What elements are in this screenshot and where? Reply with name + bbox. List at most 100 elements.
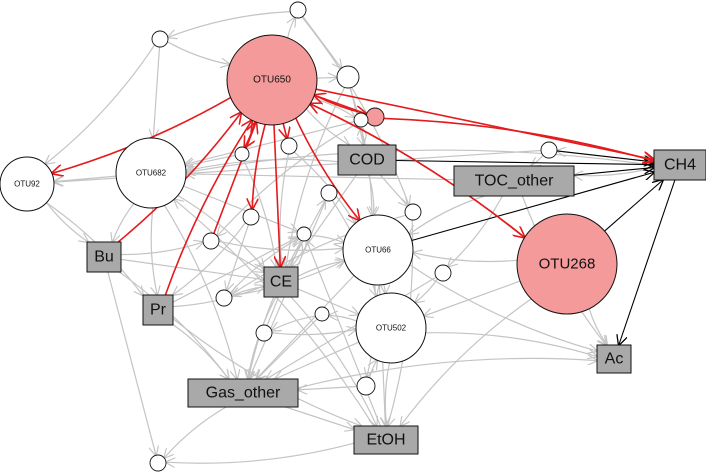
node-label: CE <box>270 274 292 291</box>
black-edge-layer <box>395 150 676 345</box>
node-label: OTU268 <box>539 256 596 273</box>
edge-gray-OTU268-to-Ac <box>588 308 607 345</box>
edge-gray-s_ul-to-OTU682 <box>153 46 161 138</box>
node-box <box>263 266 299 298</box>
edge-gray-s_g-to-Gas_other <box>266 276 437 379</box>
edge-gray-OTU502-to-Ac <box>425 332 597 357</box>
node-otu650: OTU650 <box>226 34 318 126</box>
edge-red-OTU650-to-CE <box>273 124 280 267</box>
edge-gray-s_d-to-s_e <box>227 224 250 291</box>
small-node-c <box>202 232 220 250</box>
node-bu: Bu <box>86 241 122 273</box>
node-box <box>142 294 174 326</box>
node-label: Bu <box>94 249 114 266</box>
small-node-a <box>234 146 250 162</box>
edge-gray-s_ul-to-OTU650 <box>167 41 230 65</box>
node-pr: Pr <box>142 294 174 326</box>
node-otu682: OTU682 <box>115 137 187 209</box>
edge-gray-s_n-to-OTU502 <box>370 360 378 378</box>
edge-gray-Pr-to-Gas_other <box>172 324 229 379</box>
node-circle <box>516 213 618 315</box>
edge-gray-OTU502-to-Gas_other <box>275 341 360 379</box>
small-node-r1 <box>540 141 558 159</box>
node-circle <box>355 292 427 364</box>
small-node-h <box>404 203 422 221</box>
edge-black-CH4-to-Ac <box>619 179 676 345</box>
edge-red-Pr-to-OTU650 <box>164 120 252 296</box>
edge-red-OTU268-to-OTU650 <box>310 104 526 239</box>
edge-gray-s_ul-to-OTU92 <box>45 44 156 164</box>
edge-red-OTU650-to-s_d <box>252 124 266 210</box>
edge-gray-s_m-to-Gas_other <box>257 318 318 379</box>
small-node-e <box>215 289 233 307</box>
small-node-bl <box>149 454 167 472</box>
edge-gray-CE-to-EtOH <box>290 296 377 426</box>
edge-gray-s_l-to-OTU66 <box>310 236 344 243</box>
edge-black-OTU268-to-CH4 <box>604 180 663 232</box>
edge-gray-EtOH-to-OTU682 <box>174 199 375 427</box>
node-circle <box>342 214 414 286</box>
edge-red-OTU650-to-s_a <box>245 121 256 148</box>
small-node-n <box>356 376 376 396</box>
edge-gray-COD-to-CE <box>292 174 357 267</box>
edge-red-s_pink-to-OTU650 <box>314 95 367 115</box>
edge-gray-s_r1-to-TOC_other <box>531 154 544 166</box>
edge-gray-CH4-to-OTU682 <box>186 149 655 172</box>
edge-gray-OTU66-to-OTU502 <box>384 284 385 294</box>
edge-gray-TOC_other-to-OTU66 <box>409 195 485 234</box>
node-otu502: OTU502 <box>355 292 427 364</box>
edge-gray-Bu-to-s_c <box>120 242 203 256</box>
node-label: OTU92 <box>14 180 40 189</box>
node-toc-other: TOC_other <box>453 165 575 197</box>
edge-gray-Bu-to-s_bl <box>107 271 156 455</box>
node-label: EtOH <box>366 432 405 449</box>
edge-red-s_c-to-OTU650 <box>213 122 256 234</box>
edge-gray-s_f-to-OTU502 <box>271 329 356 334</box>
node-box <box>86 241 122 273</box>
node-box <box>653 149 706 181</box>
node-etoh: EtOH <box>353 425 419 455</box>
edge-red-s_pink-to-CH4 <box>383 117 654 160</box>
node-label: TOC_other <box>475 173 555 190</box>
small-node-f <box>255 324 273 342</box>
edge-gray-s_d-to-Pr <box>173 222 246 295</box>
node-label: OTU682 <box>136 169 167 178</box>
node-cod: COD <box>337 144 397 176</box>
edge-gray-OTU268-to-EtOH <box>400 298 532 426</box>
edge-gray-s_l-to-Gas_other <box>248 240 303 380</box>
edge-gray-EtOH-to-s_bl <box>166 442 355 463</box>
edge-gray-Pr-to-s_l <box>172 237 298 303</box>
node-label: COD <box>349 152 385 169</box>
edge-red-OTU650-to-CH4 <box>315 88 654 159</box>
edge-gray-OTU502-to-s_m <box>329 315 357 322</box>
edge-black-OTU66-to-CH4 <box>411 172 654 242</box>
edge-gray-s_a-to-CE <box>243 160 276 267</box>
edge-gray-OTU502-to-EtOH <box>385 362 389 426</box>
edge-gray-OTU650-to-COD <box>305 108 349 145</box>
edge-red-OTU650-to-OTU66 <box>295 117 360 220</box>
edge-gray-s_i-to-s_c <box>217 123 356 236</box>
edge-gray-s_top-to-s_ul <box>168 11 291 38</box>
node-box <box>453 165 575 197</box>
small-node-i <box>353 112 369 128</box>
node-box <box>187 378 299 408</box>
edge-gray-OTU66-to-Gas_other <box>256 275 355 380</box>
node-box <box>353 425 419 455</box>
node-gas-other: Gas_other <box>187 378 299 408</box>
node-otu268: OTU268 <box>516 213 618 315</box>
node-ac: Ac <box>596 344 632 374</box>
node-label: Pr <box>150 302 167 319</box>
edge-gray-Gas_other-to-EtOH <box>285 406 354 430</box>
node-box <box>337 144 397 176</box>
node-label: OTU502 <box>376 324 407 333</box>
node-label: Gas_other <box>206 385 281 402</box>
edge-gray-Gas_other-to-Ac <box>297 358 597 389</box>
small-node-d <box>242 208 260 226</box>
edge-gray-s_c-to-CE <box>217 244 264 272</box>
node-box <box>596 344 632 374</box>
edge-gray-OTU682-to-Pr <box>151 207 157 295</box>
edge-gray-COD-to-OTU682 <box>186 158 339 171</box>
node-otu66: OTU66 <box>342 214 414 286</box>
edge-gray-s_i-to-OTU682 <box>185 121 355 165</box>
node-ch4: CH4 <box>653 149 706 181</box>
